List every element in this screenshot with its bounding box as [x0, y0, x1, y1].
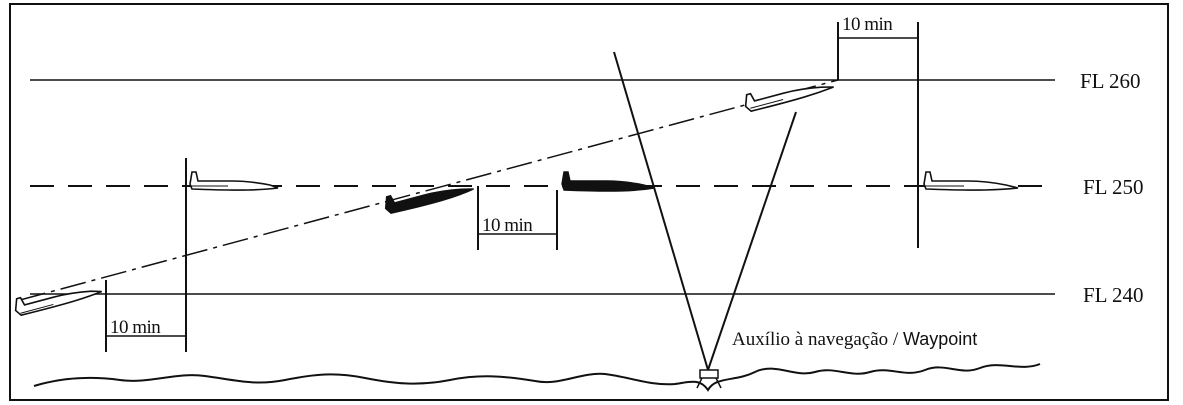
navaid-label-en: Waypoint	[903, 329, 977, 349]
fl250-label: FL 250	[1083, 175, 1143, 199]
fl240-label: FL 240	[1083, 283, 1143, 307]
interval-label-middle: 10 min	[482, 215, 533, 236]
navaid-label-pt: Auxílio à navegação	[732, 329, 888, 350]
aircraft-icon-climbing-start	[14, 290, 102, 317]
navaid-cone-right	[707, 111, 797, 371]
aircraft-icon-level-right	[923, 171, 1019, 191]
aircraft-icon-climbing-mid	[384, 188, 474, 214]
terrain-line	[33, 363, 1041, 392]
navaid-label-sep: /	[888, 329, 903, 350]
fl260-label: FL 260	[1080, 69, 1140, 93]
aircraft-icon-level-left	[189, 171, 279, 191]
interval-label-top: 10 min	[842, 14, 893, 35]
aircraft-icon-climbing-top	[744, 86, 834, 113]
interval-label-bottom: 10 min	[110, 317, 161, 338]
diagram-frame	[9, 3, 1169, 401]
navaid-label: Auxílio à navegação / Waypoint	[732, 329, 977, 350]
aircraft-icon-level-center	[561, 171, 655, 192]
navaid-cone-left	[613, 51, 709, 371]
navaid-icon	[696, 369, 722, 389]
climb-path	[19, 79, 839, 301]
